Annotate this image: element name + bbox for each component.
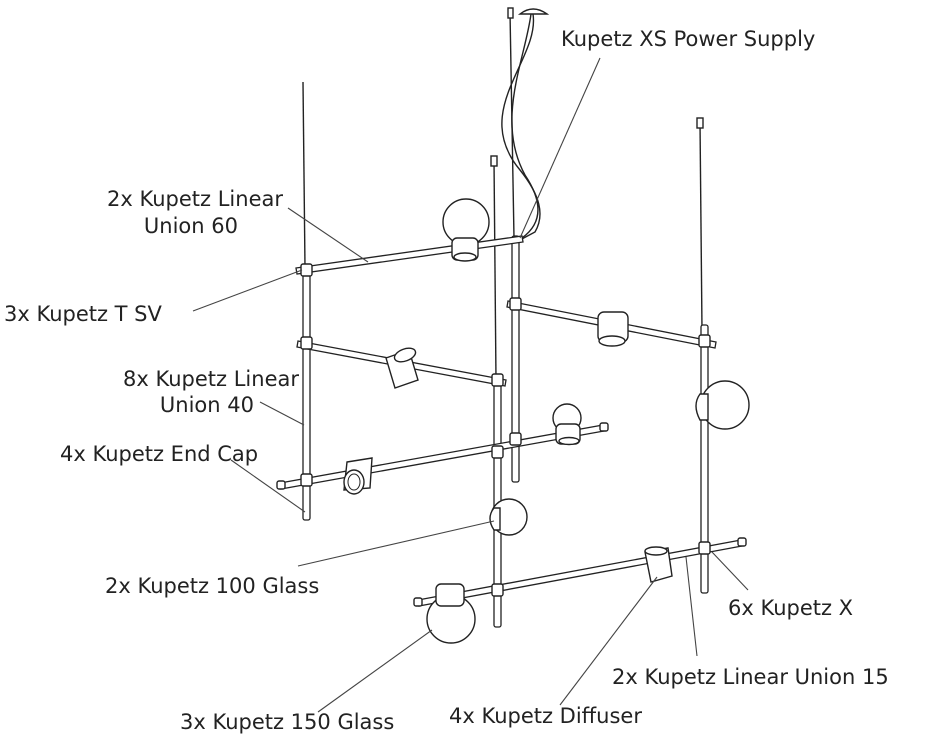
glass-globe-bottom-left	[426, 583, 476, 644]
diffuser-head-upper-left	[385, 347, 419, 389]
label-t-sv: 3x Kupetz T SV	[4, 302, 163, 326]
diffuser-head-upper-right	[597, 311, 629, 347]
label-end-cap: 4x Kupetz End Cap	[60, 442, 258, 466]
linear-arm-bottom	[417, 539, 743, 607]
diffuser-head-middle-left	[343, 457, 373, 495]
leader-glass-150	[317, 629, 433, 713]
glass-globe-top	[442, 198, 490, 262]
label-linear-union-60-line2: Union 60	[144, 214, 238, 238]
end-caps	[276, 422, 747, 607]
label-power-supply: Kupetz XS Power Supply	[561, 27, 815, 51]
suspension-rod-right	[696, 117, 709, 594]
label-linear-union-60-line1: 2x Kupetz Linear	[107, 187, 283, 211]
ceiling-canopy	[517, 8, 550, 15]
suspension-rod-left	[302, 81, 311, 521]
glass-globe-center	[489, 498, 528, 536]
label-linear-union-40-line2: Union 40	[160, 393, 254, 417]
leader-t-sv	[192, 269, 303, 312]
label-kupetz-x: 6x Kupetz X	[728, 596, 853, 620]
linear-arm-top	[295, 235, 524, 275]
leader-end-cap	[230, 459, 306, 513]
leader-glass-100	[297, 520, 495, 567]
power-cords	[501, 7, 541, 241]
suspension-rod-center	[490, 155, 502, 628]
leader-linear-union-15	[685, 556, 698, 657]
leader-power-supply	[519, 57, 601, 239]
leader-lines	[192, 57, 749, 713]
diffuser-head-bottom	[644, 546, 673, 583]
leader-linear-union-40	[259, 401, 305, 426]
label-linear-union-15: 2x Kupetz Linear Union 15	[612, 665, 889, 689]
glass-globe-right	[695, 380, 750, 430]
label-glass-150: 3x Kupetz 150 Glass	[180, 710, 394, 734]
connector-joints	[300, 263, 711, 597]
label-diffuser: 4x Kupetz Diffuser	[449, 704, 642, 728]
glass-globe-small	[552, 403, 582, 446]
label-glass-100: 2x Kupetz 100 Glass	[105, 574, 319, 598]
leader-linear-union-60	[287, 207, 369, 263]
leader-diffuser	[559, 576, 658, 706]
label-linear-union-40-line1: 8x Kupetz Linear	[123, 367, 299, 391]
leader-kupetz-x	[711, 551, 749, 591]
